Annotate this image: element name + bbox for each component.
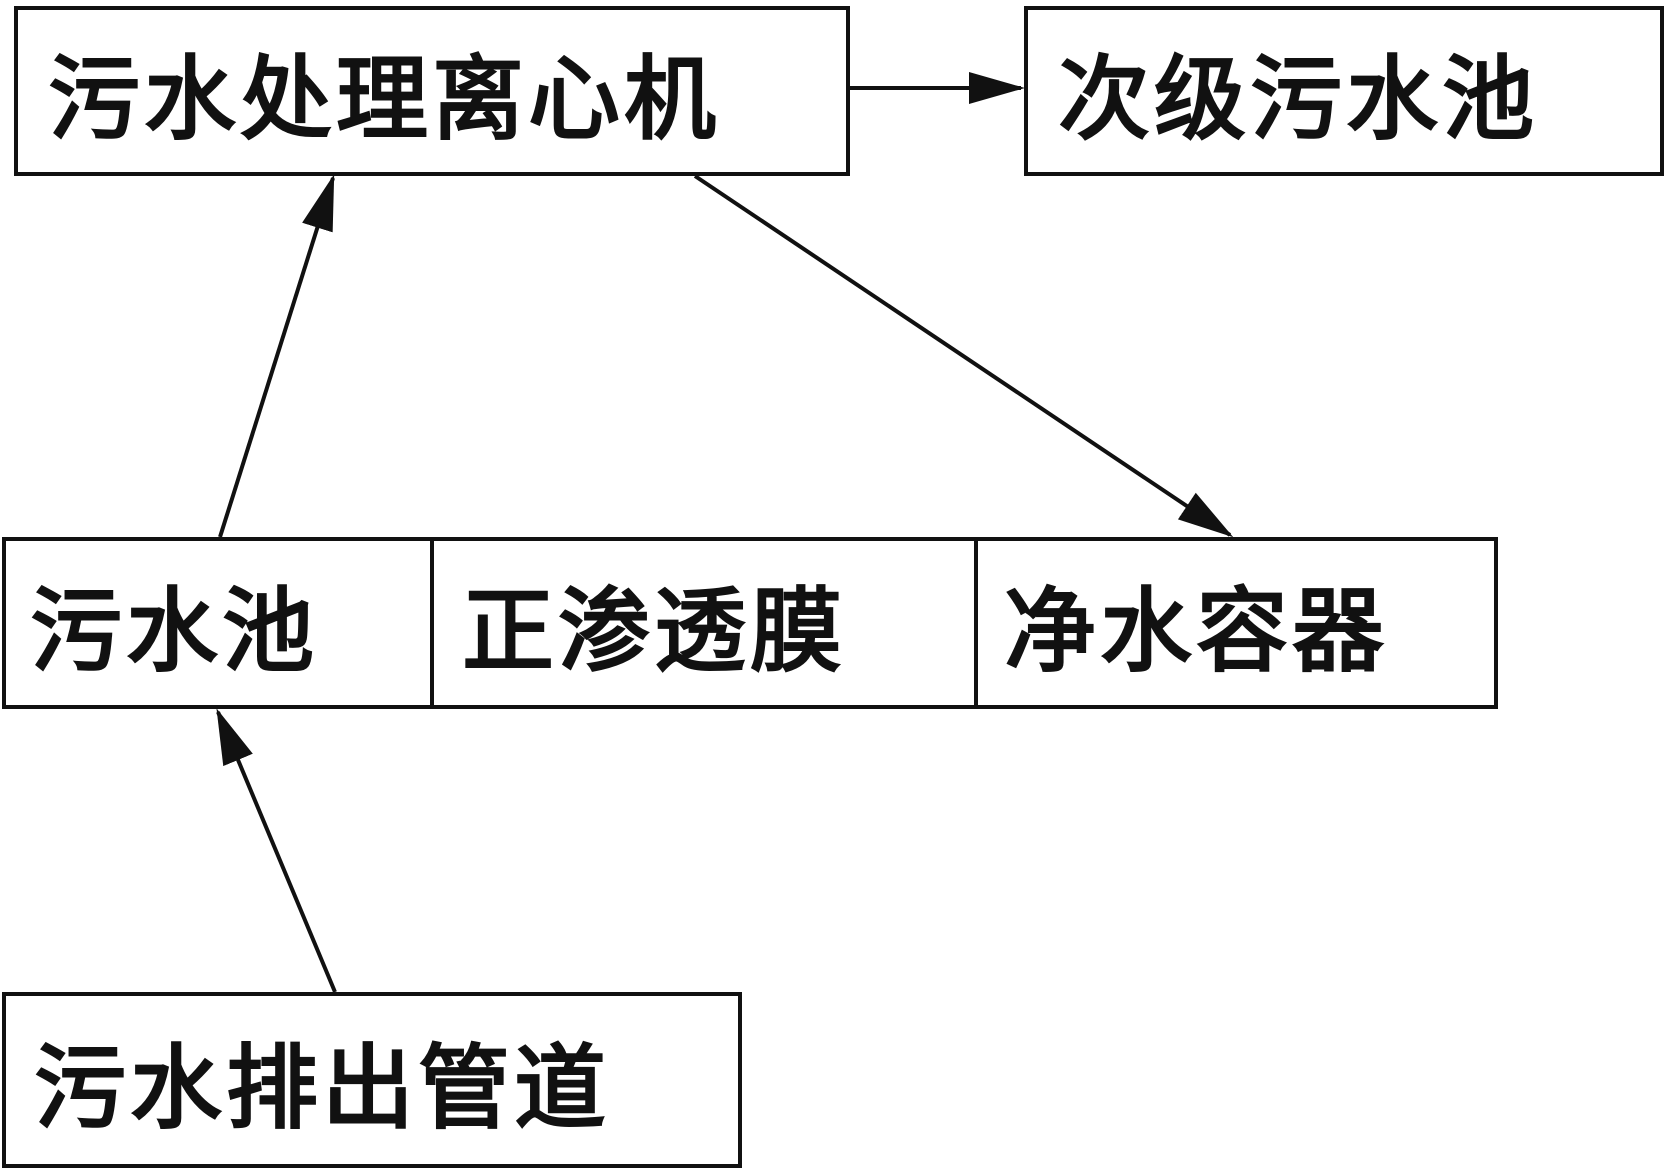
- node-sewage-discharge-pipe-label: 污水排出管道: [34, 1034, 611, 1142]
- node-sewage-pool: 污水池: [2, 537, 434, 709]
- node-sewage-centrifuge-label: 污水处理离心机: [48, 45, 721, 153]
- node-sewage-centrifuge: 污水处理离心机: [14, 6, 850, 176]
- node-sewage-discharge-pipe: 污水排出管道: [2, 992, 742, 1168]
- arrow-centrifuge-to-clean: [693, 174, 1234, 538]
- arrow-pool-to-centrifuge: [218, 174, 335, 538]
- node-secondary-sewage-pool: 次级污水池: [1024, 6, 1664, 176]
- node-sewage-pool-label: 污水池: [30, 577, 319, 685]
- node-secondary-sewage-pool-label: 次级污水池: [1058, 45, 1539, 153]
- node-forward-osmosis-membrane-label: 正渗透膜: [462, 577, 847, 685]
- arrow-pipe-to-pool: [216, 708, 337, 993]
- node-forward-osmosis-membrane: 正渗透膜: [430, 537, 978, 709]
- node-clean-water-container-label: 净水容器: [1004, 577, 1389, 685]
- node-clean-water-container: 净水容器: [974, 537, 1498, 709]
